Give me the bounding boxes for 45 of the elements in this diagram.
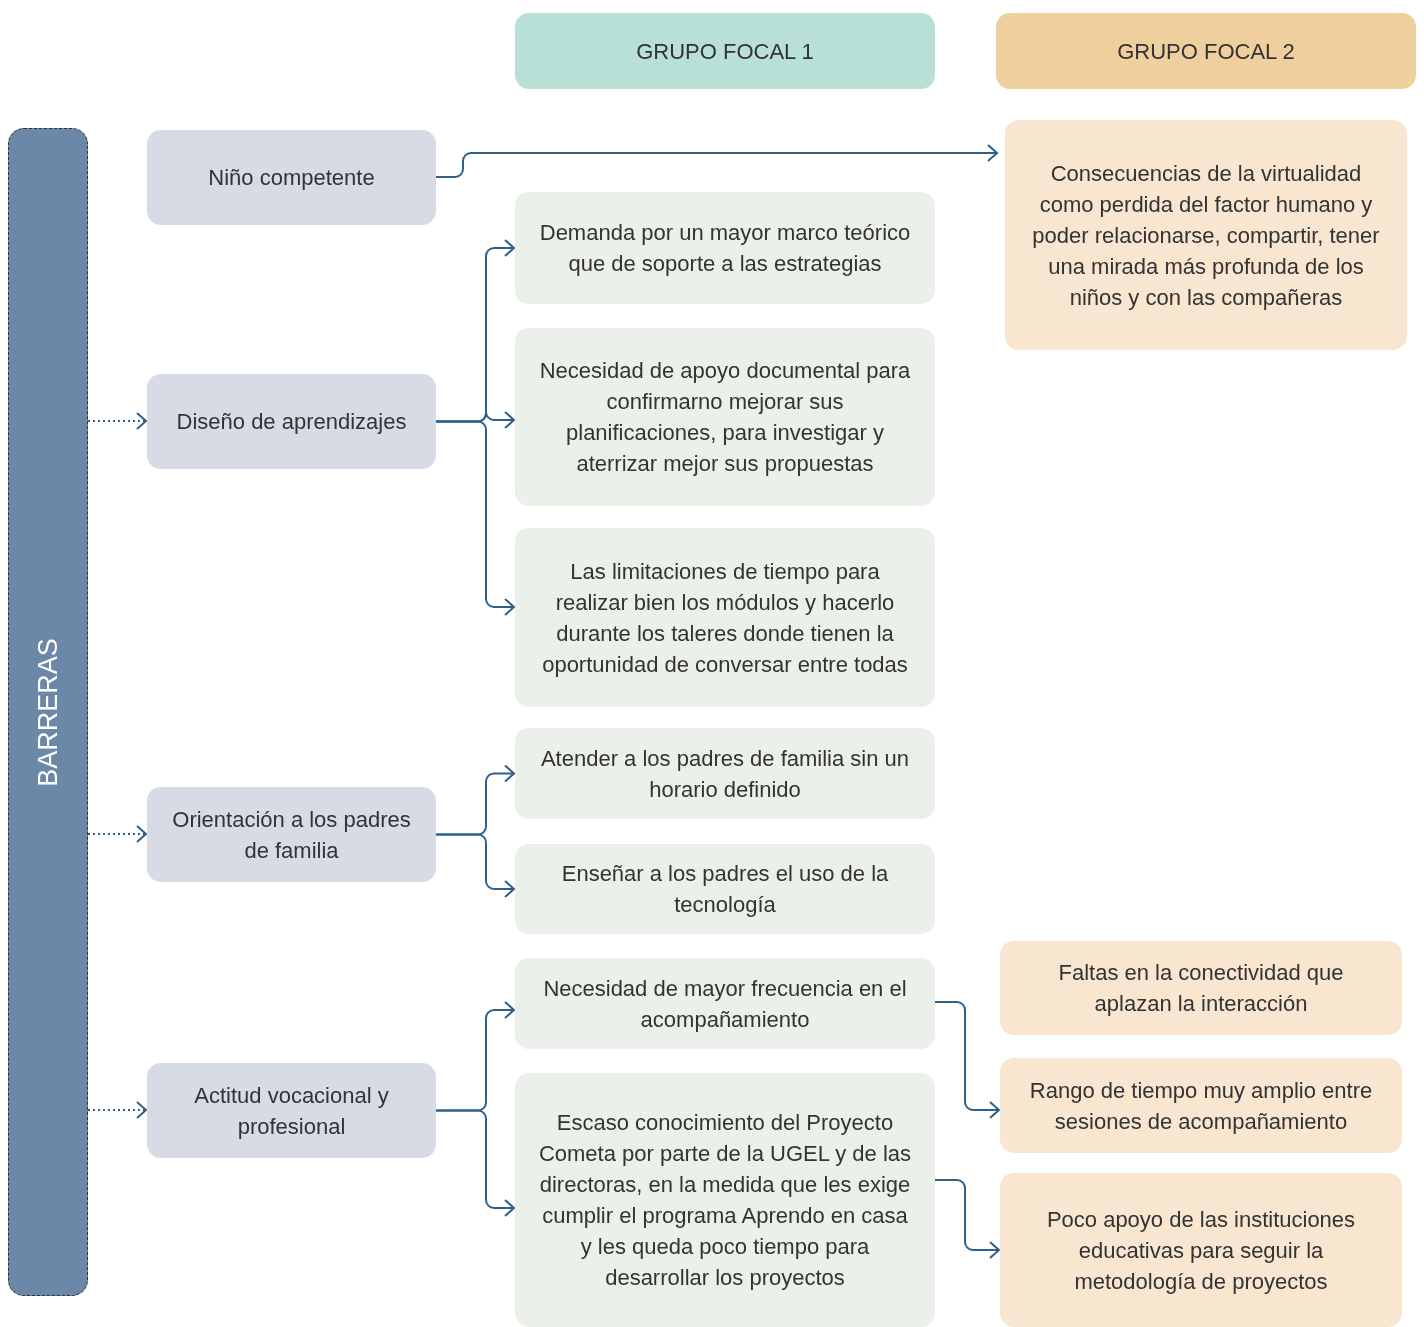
finding-box bbox=[1005, 120, 1407, 350]
node-label: Diseño de aprendizajes bbox=[176, 408, 407, 436]
finding-box bbox=[1000, 1058, 1402, 1153]
node-label: Las limitaciones de tiempo para realizar bien los módulos y hacerlo durante los taleres donde tienen la oportunidad de conversar entre todas bbox=[541, 557, 909, 679]
node-label: Atender a los padres de familia sin un horario definido bbox=[539, 744, 911, 804]
category-box bbox=[147, 130, 436, 225]
node-label: Poco apoyo de las instituciones educativas para seguir la metodología de proyectos bbox=[1045, 1205, 1357, 1296]
finding-box bbox=[515, 958, 935, 1049]
finding-box bbox=[515, 328, 935, 506]
node-label: Niño competente bbox=[208, 164, 375, 192]
group-header bbox=[996, 13, 1416, 89]
connector-arrow bbox=[934, 1001, 1000, 1119]
connector-arrow bbox=[435, 1109, 515, 1217]
connector-arrow bbox=[435, 420, 515, 616]
dotted-arrow bbox=[87, 1101, 147, 1119]
node-label: Rango de tiempo muy amplio entre sesiones de acompañamiento bbox=[1028, 1076, 1374, 1136]
finding-box bbox=[515, 528, 935, 707]
finding-box bbox=[515, 192, 935, 304]
finding-box bbox=[515, 1073, 935, 1327]
category-box bbox=[147, 787, 436, 882]
finding-box bbox=[1000, 1173, 1402, 1327]
node-label: Necesidad de mayor frecuencia en el acompañamiento bbox=[542, 974, 908, 1034]
node-label: Orientación a los padres de familia bbox=[171, 805, 412, 865]
finding-box bbox=[515, 844, 935, 934]
node-label: Consecuencias de la virtualidad como perdida del factor humano y poder relacionarse, compartir, tener una mirada más profunda de los niños y con las compañeras bbox=[1031, 159, 1381, 312]
dotted-arrow bbox=[87, 825, 147, 843]
connector-arrow bbox=[435, 833, 515, 898]
node-label: Actitud vocacional y profesional bbox=[193, 1081, 390, 1141]
node-label: Faltas en la conectividad que aplazan la interacción bbox=[1057, 959, 1345, 1018]
node-label: GRUPO FOCAL 1 bbox=[636, 37, 814, 66]
node-label: Enseñar a los padres el uso de la tecnología bbox=[560, 860, 890, 919]
finding-box bbox=[515, 728, 935, 819]
node-label: GRUPO FOCAL 2 bbox=[1117, 37, 1295, 66]
finding-box bbox=[1000, 941, 1402, 1035]
barriers-band bbox=[8, 128, 88, 1296]
category-box bbox=[147, 1063, 436, 1158]
connector-arrow bbox=[934, 1179, 1000, 1259]
dotted-arrow bbox=[87, 412, 147, 430]
category-box bbox=[147, 374, 436, 469]
node-label: Escaso conocimiento del Proyecto Cometa por parte de la UGEL y de las directoras, en la medida que les exige cumplir el programa Aprendo en casa y les queda poco tiempo para desarrollar los proyectos bbox=[537, 1109, 913, 1292]
connector-arrow bbox=[435, 144, 998, 178]
group-header bbox=[515, 13, 935, 89]
node-label: BARRERAS bbox=[32, 637, 64, 787]
node-label: Demanda por un mayor marco teórico que de soporte a las estrategias bbox=[538, 219, 912, 278]
node-label: Necesidad de apoyo documental para confirmarno mejorar sus planificaciones, para investigar y aterrizar mejor sus propuestas bbox=[538, 357, 912, 478]
